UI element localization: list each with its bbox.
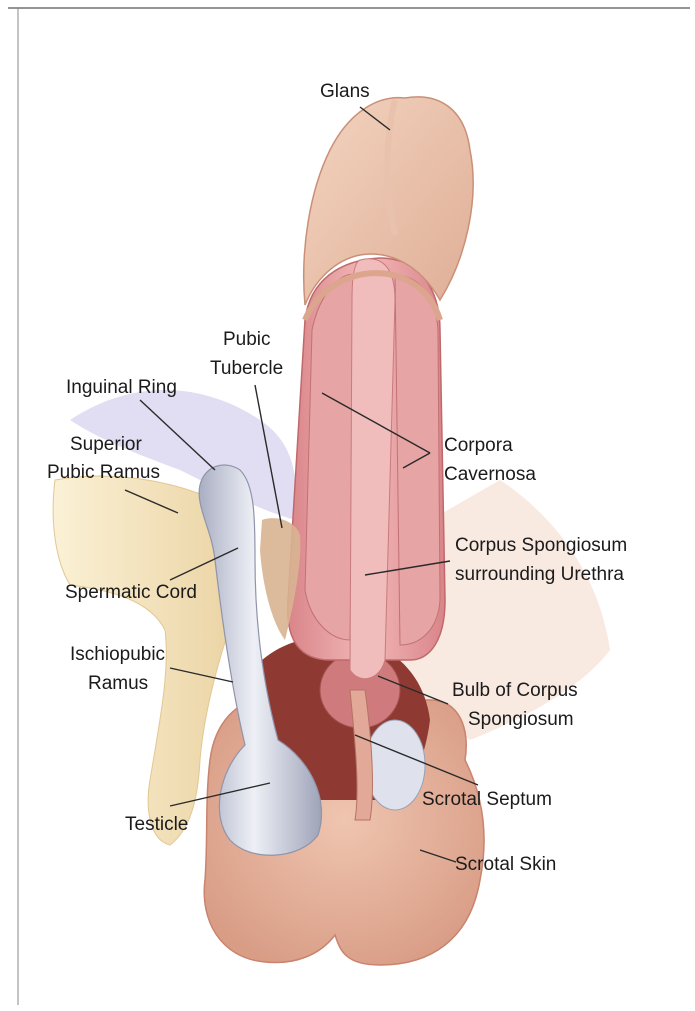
label-bulb-1: Bulb of Corpus — [452, 680, 578, 701]
label-inguinal-ring: Inguinal Ring — [66, 377, 177, 398]
label-glans: Glans — [320, 81, 370, 102]
label-superior-pubic-ramus-1: Superior — [70, 434, 142, 455]
label-scrotal-septum: Scrotal Septum — [422, 789, 552, 810]
label-pubic-tubercle-2: Tubercle — [210, 358, 283, 379]
label-corpus-spongiosum-2: surrounding Urethra — [455, 564, 624, 585]
label-bulb-2: Spongiosum — [468, 709, 574, 730]
label-testicle: Testicle — [125, 814, 188, 835]
label-spermatic-cord: Spermatic Cord — [65, 582, 197, 603]
cavernosa-tube-left — [305, 274, 355, 640]
label-pubic-tubercle-1: Pubic — [223, 329, 271, 350]
label-ischiopubic-ramus-1: Ischiopubic — [70, 644, 165, 665]
label-corpus-spongiosum-1: Corpus Spongiosum — [455, 535, 627, 556]
label-ischiopubic-ramus-2: Ramus — [88, 673, 148, 694]
right-testicle — [365, 720, 425, 810]
label-corpora-cavernosa-1: Corpora — [444, 435, 513, 456]
label-corpora-cavernosa-2: Cavernosa — [444, 464, 536, 485]
label-scrotal-skin: Scrotal Skin — [455, 854, 556, 875]
label-superior-pubic-ramus-2: Pubic Ramus — [47, 462, 160, 483]
